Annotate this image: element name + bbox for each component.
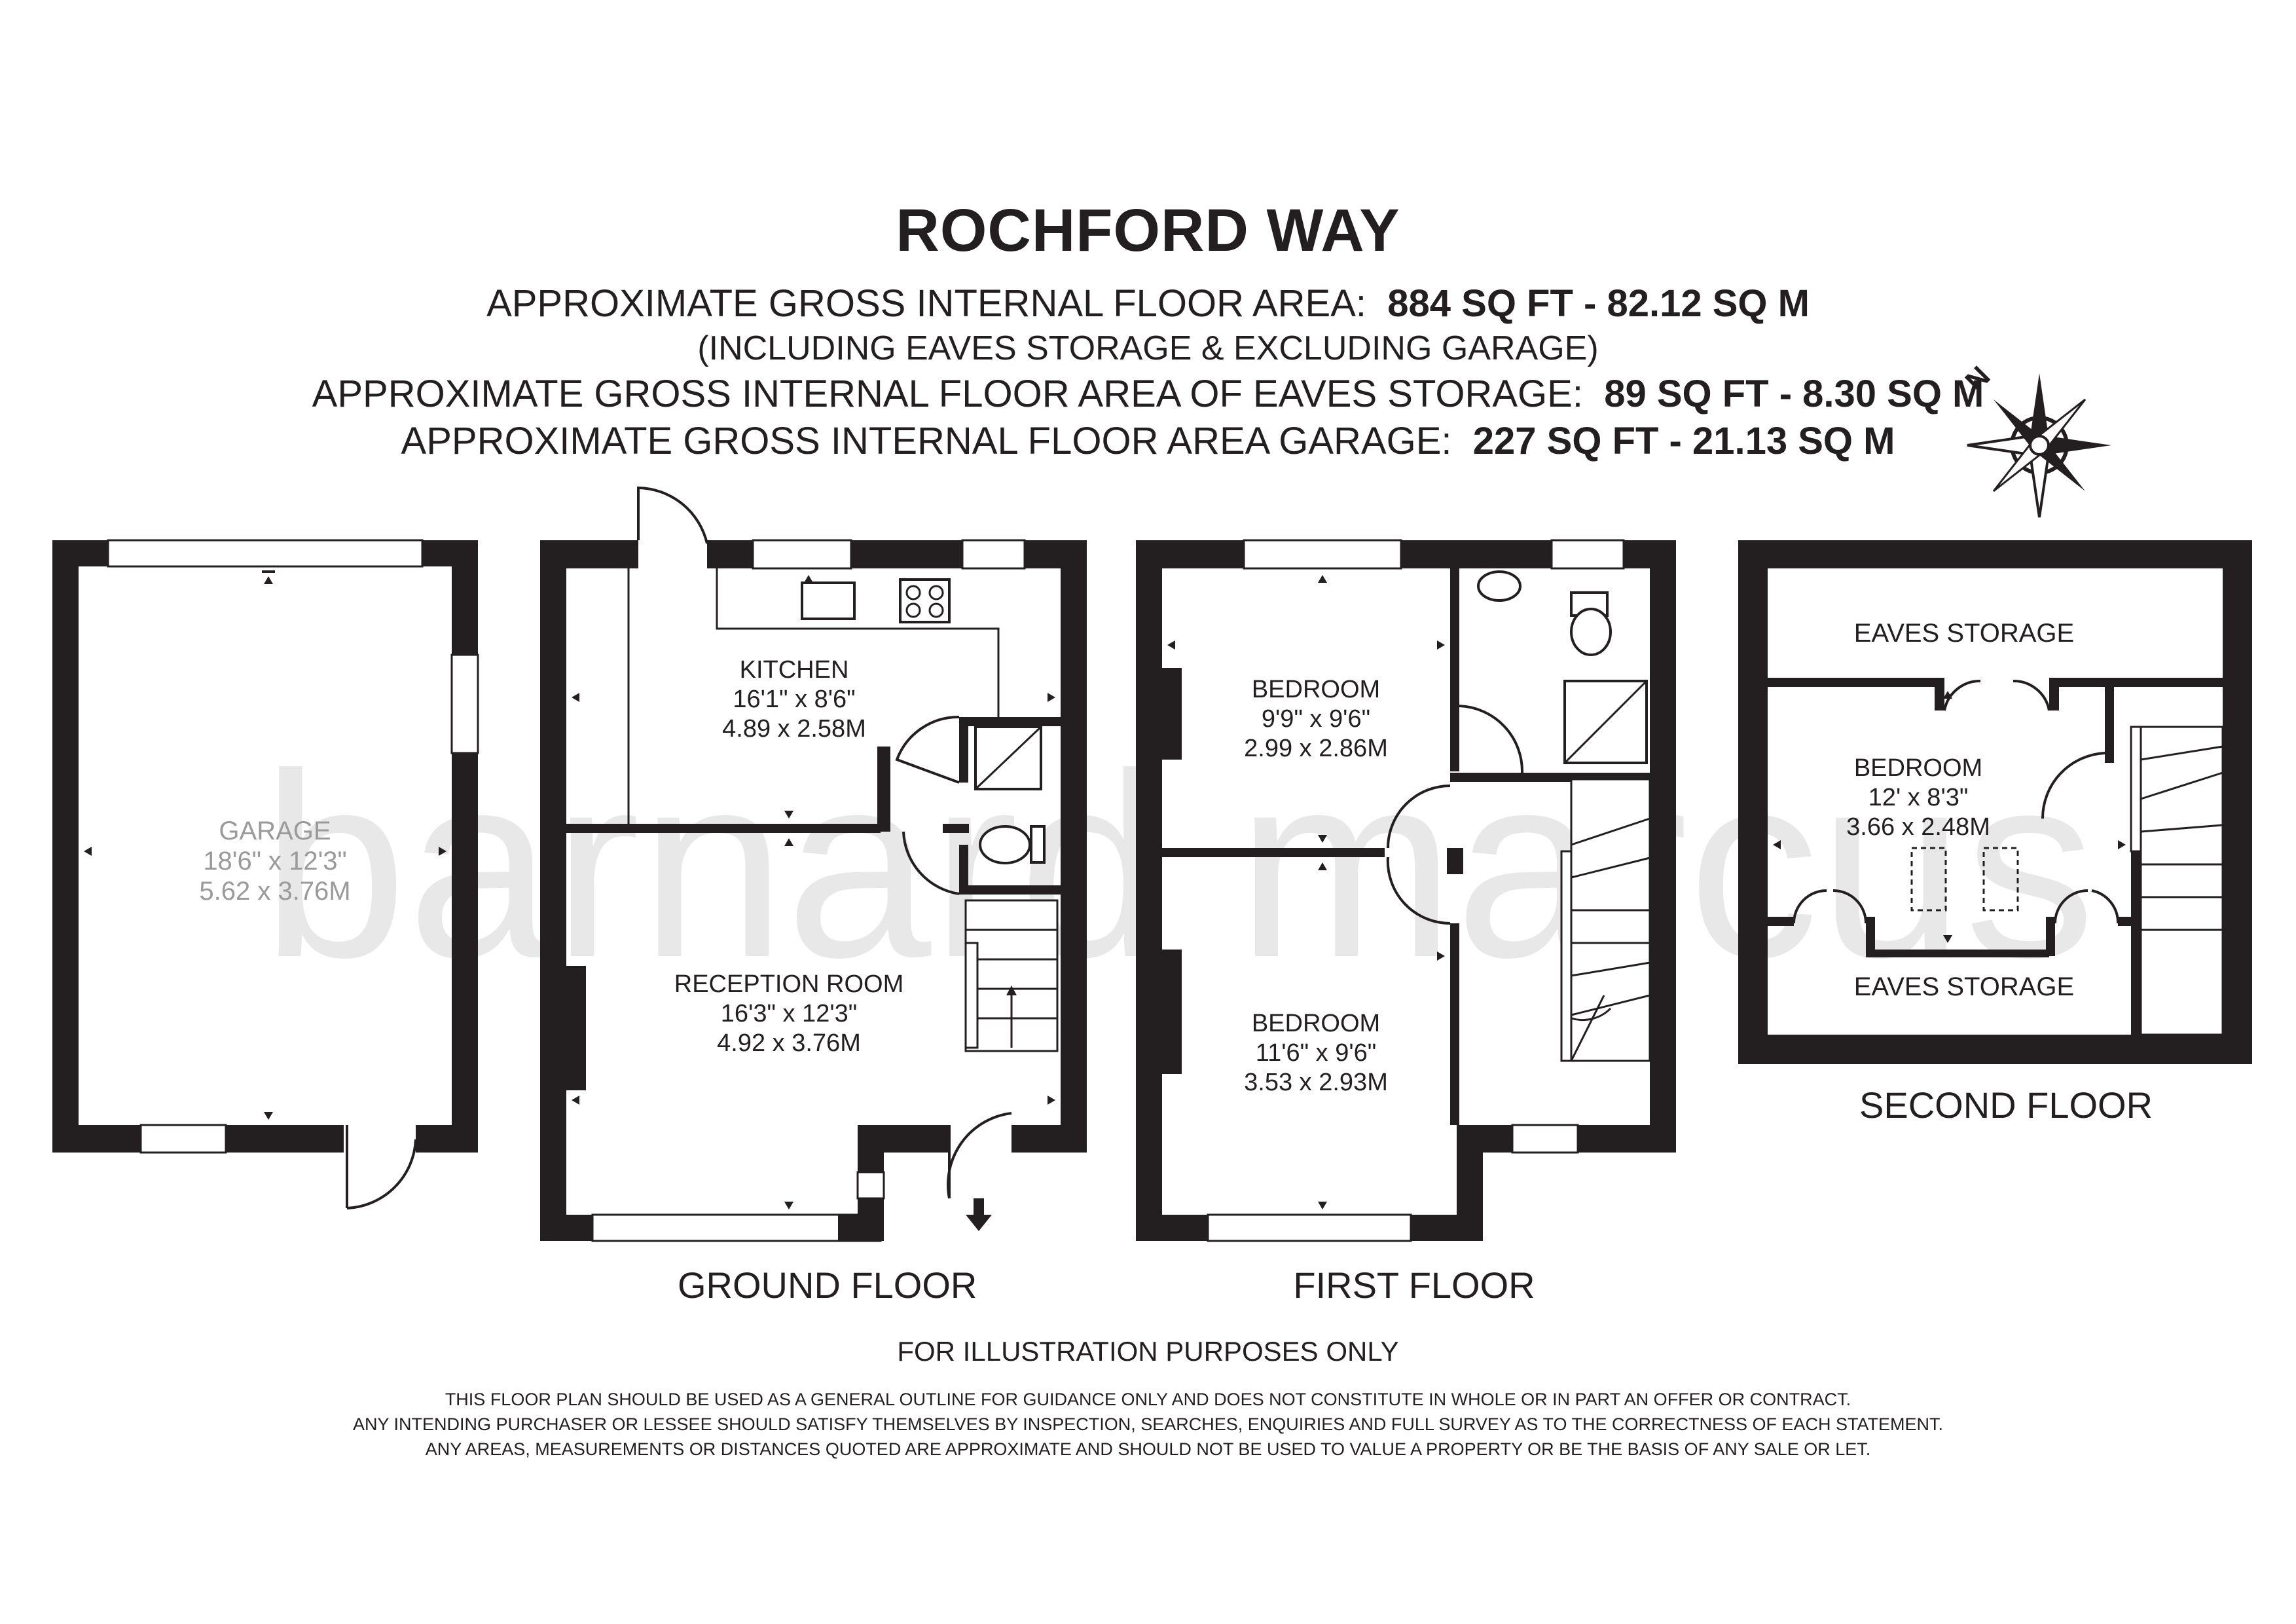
kitchen-imperial: 16'1" x 8'6" [733, 686, 855, 713]
bedroom1-metric: 2.99 x 2.86M [1244, 735, 1388, 762]
disclaimer-line-1: THIS FLOOR PLAN SHOULD BE USED AS A GENE… [445, 1390, 1851, 1409]
first-floor-label: FIRST FLOOR [1293, 1264, 1535, 1306]
bedroom2-label: BEDROOM 11'6" x 9'6" 3.53 x 2.93M [1244, 1010, 1388, 1096]
reception-label: RECEPTION ROOM 16'3" x 12'3" 4.92 x 3.76… [674, 970, 903, 1057]
bedroom3-imperial: 12' x 8'3" [1868, 784, 1969, 811]
disclaimer-line-2: ANY INTENDING PURCHASER OR LESSEE SHOULD… [352, 1414, 1944, 1434]
reception-imperial: 16'3" x 12'3" [721, 1000, 857, 1027]
eaves-top-name: EAVES STORAGE [1854, 619, 2074, 648]
first-floor-plan [1136, 539, 1676, 1242]
kitchen-label: KITCHEN 16'1" x 8'6" 4.89 x 2.58M [722, 656, 866, 743]
bedroom3-name: BEDROOM [1854, 754, 1982, 782]
gross-area-value: 884 SQ FT - 82.12 SQ M [1387, 282, 1810, 325]
eaves-top-label: EAVES STORAGE [1854, 619, 2074, 648]
kitchen-name: KITCHEN [740, 656, 849, 684]
ground-floor-label: GROUND FLOOR [678, 1264, 977, 1306]
reception-metric: 4.92 x 3.76M [717, 1029, 861, 1057]
second-floor-plan [1738, 540, 2252, 1064]
bedroom2-name: BEDROOM [1252, 1010, 1380, 1037]
bedroom1-imperial: 9'9" x 9'6" [1262, 705, 1370, 733]
ground-floor-plan [540, 486, 1087, 1242]
gross-area-note: (INCLUDING EAVES STORAGE & EXCLUDING GAR… [697, 329, 1599, 367]
garage-area-value: 227 SQ FT - 21.13 SQ M [1472, 420, 1895, 462]
garage-room-label: GARAGE 18'6" x 12'3" 5.62 x 3.76M [199, 817, 350, 906]
compass-north-label: N [1959, 360, 1996, 397]
eaves-area-value: 89 SQ FT - 8.30 SQ M [1604, 373, 1984, 415]
gross-area-label: APPROXIMATE GROSS INTERNAL FLOOR AREA: [486, 282, 1367, 325]
illustration-notice: FOR ILLUSTRATION PURPOSES ONLY [897, 1336, 1399, 1367]
eaves-bottom-name: EAVES STORAGE [1854, 972, 2074, 1001]
reception-name: RECEPTION ROOM [674, 970, 903, 998]
bedroom2-imperial: 11'6" x 9'6" [1256, 1039, 1376, 1067]
eaves-area-line: APPROXIMATE GROSS INTERNAL FLOOR AREA OF… [0, 372, 2296, 416]
eaves-area-label: APPROXIMATE GROSS INTERNAL FLOOR AREA OF… [312, 373, 1583, 415]
gross-area-line: APPROXIMATE GROSS INTERNAL FLOOR AREA: 8… [0, 282, 2296, 325]
bedroom1-label: BEDROOM 9'9" x 9'6" 2.99 x 2.86M [1244, 676, 1388, 762]
compass-icon [1967, 373, 2111, 518]
bedroom2-metric: 3.53 x 2.93M [1244, 1069, 1388, 1096]
eaves-bottom-label: EAVES STORAGE [1854, 972, 2074, 1001]
garage-area-line: APPROXIMATE GROSS INTERNAL FLOOR AREA GA… [0, 419, 2296, 463]
bedroom3-label: BEDROOM 12' x 8'3" 3.66 x 2.48M [1846, 754, 1990, 841]
bedroom1-name: BEDROOM [1252, 676, 1380, 703]
page-title: ROCHFORD WAY [896, 197, 1400, 264]
garage-plan [52, 539, 479, 1209]
kitchen-metric: 4.89 x 2.58M [722, 715, 866, 743]
garage-metric: 5.62 x 3.76M [199, 877, 350, 906]
disclaimer-line-3: ANY AREAS, MEASUREMENTS OR DISTANCES QUO… [425, 1439, 1871, 1459]
bedroom3-metric: 3.66 x 2.48M [1846, 813, 1990, 841]
garage-name: GARAGE [219, 817, 331, 845]
garage-area-label: APPROXIMATE GROSS INTERNAL FLOOR AREA GA… [401, 420, 1452, 462]
second-floor-label: SECOND FLOOR [1859, 1084, 2153, 1126]
garage-imperial: 18'6" x 12'3" [203, 847, 346, 876]
